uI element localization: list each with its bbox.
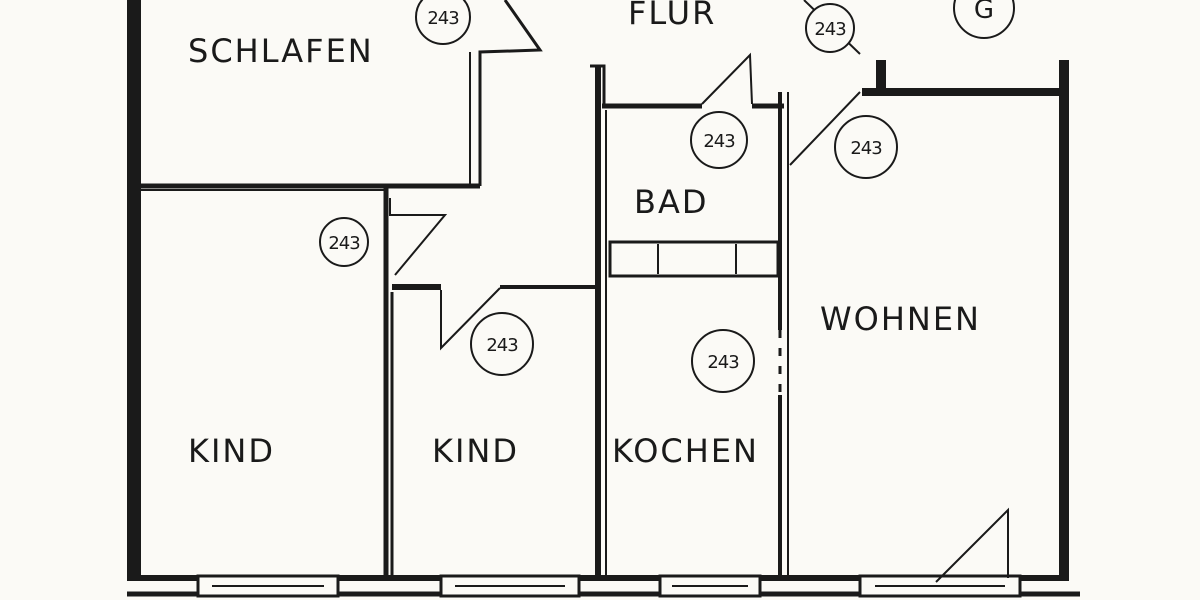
room-label-kind-1: KIND <box>188 432 275 470</box>
room-label-kochen: KOCHEN <box>612 432 759 470</box>
height-mark-kochen: 243 <box>691 329 755 393</box>
height-mark-kind-1: 243 <box>319 217 369 267</box>
wall-wohnen <box>789 60 1064 583</box>
window-wohnen <box>858 574 1022 598</box>
outer-wall-bottom <box>127 574 1080 598</box>
room-label-bad: BAD <box>634 183 708 221</box>
wall-kind-1 <box>141 186 448 578</box>
height-mark-schlafen: 243 <box>415 0 471 45</box>
wall-bad <box>602 52 784 330</box>
height-mark-flur: 243 <box>805 3 855 53</box>
height-mark-wohnen: 243 <box>834 115 898 179</box>
room-label-flur: FLUR <box>628 0 716 32</box>
stair-mark: G <box>953 0 1015 39</box>
wall-kind-2 <box>390 284 598 578</box>
height-value: 243 <box>703 131 735 152</box>
height-mark-bad: 243 <box>690 111 748 169</box>
height-value: 243 <box>427 8 459 29</box>
wall-schlafen <box>141 0 543 189</box>
window-kochen <box>658 574 762 598</box>
window-kind-2 <box>439 574 581 598</box>
wall-kochen <box>778 92 789 578</box>
room-label-wohnen: WOHNEN <box>820 300 981 338</box>
height-mark-kind-2: 243 <box>470 312 534 376</box>
height-value: 243 <box>486 335 518 356</box>
room-label-kind-2: KIND <box>432 432 519 470</box>
height-value: 243 <box>707 352 739 373</box>
outer-wall-left <box>127 0 141 578</box>
stair-letter: G <box>974 0 994 25</box>
outer-wall-right <box>1059 60 1069 575</box>
height-value: 243 <box>814 19 846 40</box>
room-label-schlafen: SCHLAFEN <box>188 32 374 70</box>
height-value: 243 <box>850 138 882 159</box>
height-value: 243 <box>328 233 360 254</box>
wall-center <box>595 66 607 578</box>
window-kind-1 <box>196 574 340 598</box>
